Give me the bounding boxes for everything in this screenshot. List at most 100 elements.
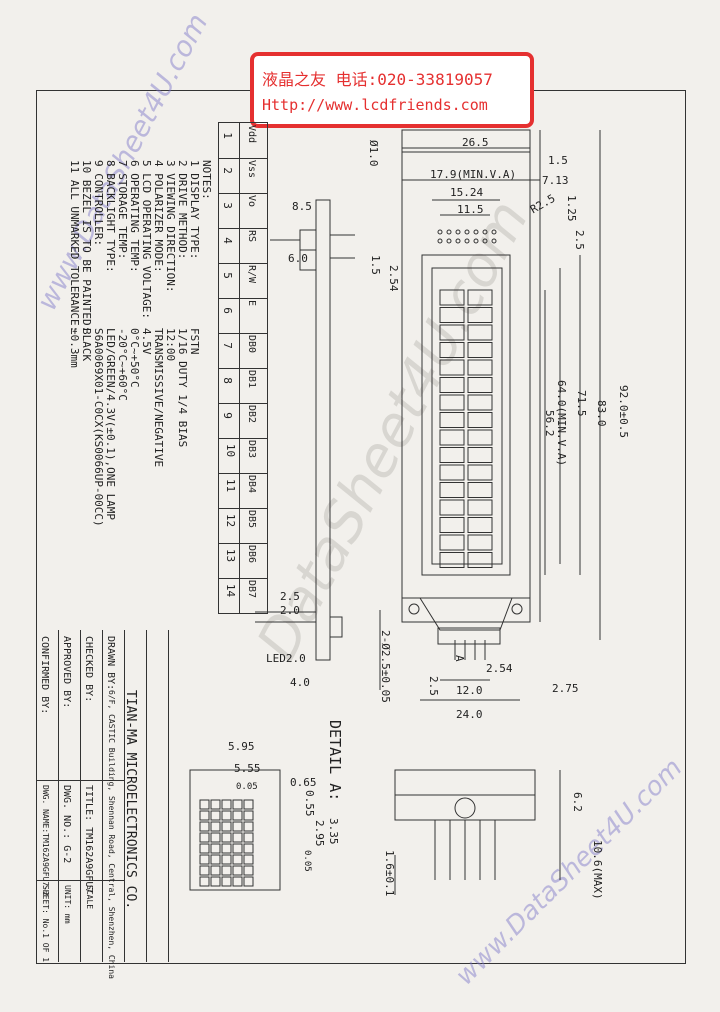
dim-83: 83.0 (595, 400, 608, 427)
character-cell (467, 517, 493, 533)
banner-url[interactable]: Http://www.lcdfriends.com (262, 96, 488, 114)
detail-dot (232, 821, 243, 832)
dim-5-95: 5.95 (228, 740, 255, 753)
dim-0-05a: 0.05 (236, 782, 258, 792)
character-cell (439, 429, 465, 446)
detail-dot (232, 843, 243, 854)
tb-approved: APPROVED BY: (61, 636, 72, 709)
detail-dot (243, 843, 254, 854)
tb-checked: CHECKED BY: (83, 636, 94, 703)
header-hole (437, 238, 443, 244)
character-cell (467, 429, 493, 446)
detail-dot (243, 810, 254, 821)
dim-15-24: 15.24 (450, 186, 484, 199)
tb-scale: SCALE (85, 885, 94, 910)
detail-dot (232, 854, 243, 865)
header-hole (473, 229, 479, 235)
character-cell (439, 307, 465, 323)
character-cell (439, 324, 465, 341)
character-cell (439, 552, 465, 568)
dim-64: 64.0(MIN.V.A) (555, 380, 568, 467)
character-cell (467, 552, 493, 568)
dim-1-25: 1.25 (565, 195, 578, 222)
dim-0-55: 0.55 (303, 790, 316, 817)
side-view (315, 199, 331, 661)
character-cell (467, 359, 493, 376)
dim-2-5: 2.5 (573, 230, 586, 250)
detail-a-title: DETAIL A: (326, 720, 344, 802)
detail-a-marker: A (453, 655, 466, 662)
detail-dot (210, 854, 221, 865)
dim-2-54b: 2.54 (486, 662, 513, 675)
module-outline (401, 129, 531, 623)
character-cell (439, 394, 465, 411)
dim-4-0: 4.0 (290, 676, 310, 689)
character-cell (439, 412, 465, 428)
dim-92: 92.0±0.5 (617, 385, 630, 438)
character-cell (439, 289, 465, 306)
character-cell (467, 307, 493, 323)
detail-dot (221, 799, 232, 810)
detail-dot (243, 832, 254, 843)
detail-dot (221, 821, 232, 832)
detail-dot (199, 876, 210, 887)
character-cell (467, 464, 493, 481)
detail-dot (199, 854, 210, 865)
character-cell (439, 464, 465, 481)
detail-dot (243, 876, 254, 887)
detail-dot (199, 821, 210, 832)
dim-12: 12.0 (456, 684, 483, 697)
tb-company: TIAN-MA MICROELECTRONICS CO. (123, 690, 138, 910)
character-cell (439, 499, 465, 516)
tb-dwg-name: DWG. NAME:TM162A9GFU7-2 (41, 785, 50, 896)
dim-1-5b: 1.5 (369, 255, 382, 275)
detail-dot (199, 832, 210, 843)
character-cell (439, 534, 465, 551)
dim-led: LED2.0 (266, 652, 306, 665)
character-cell (467, 342, 493, 358)
character-cell (439, 447, 465, 463)
contact-banner: 液晶之友 电话:020-33819057 Http://www.lcdfrien… (250, 52, 534, 128)
detail-dot (243, 854, 254, 865)
character-cell (467, 289, 493, 306)
detail-dot (232, 810, 243, 821)
header-hole (491, 238, 497, 244)
dim-56-2: 56.2 (543, 410, 556, 437)
header-hole (482, 238, 488, 244)
character-cell (467, 482, 493, 498)
detail-dot (210, 821, 221, 832)
header-hole (446, 229, 452, 235)
title-block (36, 630, 169, 962)
tb-address: 6/F, CASTIC Building, Shennan Road, Cent… (107, 690, 116, 979)
header-hole (464, 238, 470, 244)
detail-dot (232, 832, 243, 843)
viewing-area (421, 254, 511, 576)
dim-0-65: 0.65 (290, 776, 317, 789)
dim-1-6: 1.6±0.1 (383, 850, 396, 897)
dim-2-5c: 2.5 (427, 676, 440, 696)
tb-drawn: DRAWN BY: (105, 636, 116, 691)
dim-2-0: 2.0 (280, 604, 300, 617)
character-cell (467, 499, 493, 516)
detail-dot (210, 832, 221, 843)
detail-a-dot-grid (199, 799, 254, 887)
character-cells (439, 289, 493, 568)
tb-dwg-no: DWG. NO.: G-2 (61, 785, 72, 864)
header-hole (473, 238, 479, 244)
detail-dot (210, 843, 221, 854)
character-cell (467, 377, 493, 393)
character-cell (439, 517, 465, 533)
character-cell (439, 377, 465, 393)
detail-a-box (189, 769, 281, 891)
